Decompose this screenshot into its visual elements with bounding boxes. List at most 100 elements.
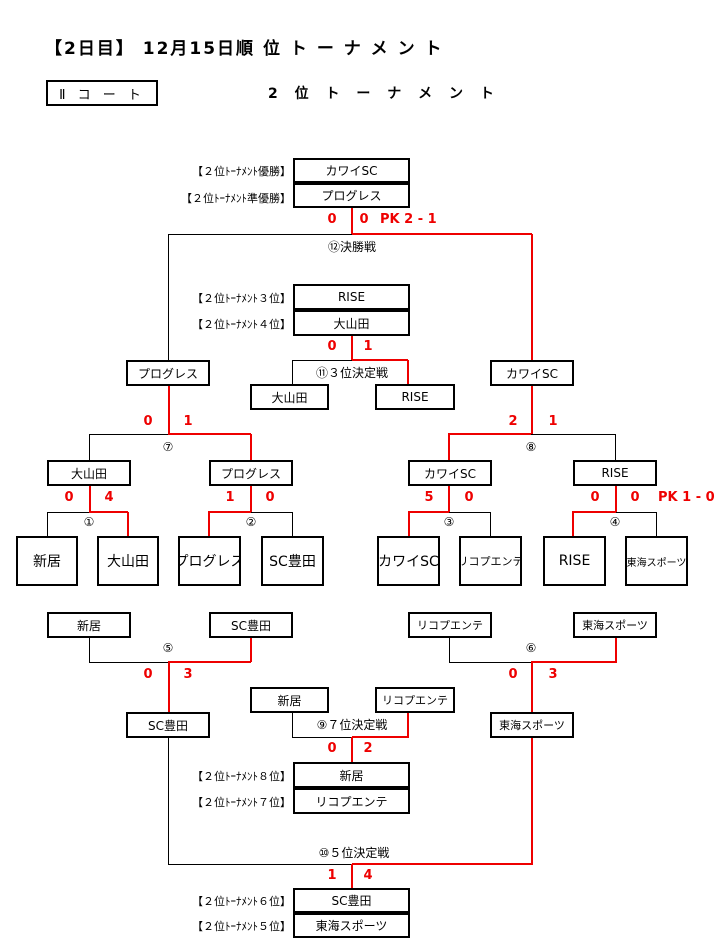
q1-team-right: 大山田 (97, 536, 159, 586)
final-line-right (352, 233, 532, 235)
third-place-label: ⑪３位決定戦 (315, 366, 388, 380)
m6-score-right: 3 (548, 667, 558, 682)
semi-right-score-right: 1 (548, 414, 558, 429)
m6-team-right: 東海スポーツ (573, 612, 657, 638)
q3-stem (448, 486, 450, 512)
q1-line-right (89, 511, 128, 513)
q3-line-left (408, 511, 449, 513)
eighth-label: 【２位ﾄｰﾅﾒﾝﾄ８位】 (192, 770, 291, 783)
q4-stem (615, 486, 617, 512)
final-score-right: 0 (359, 212, 369, 227)
q1-label: ① (83, 515, 95, 529)
q1-team-left: 新居 (16, 536, 78, 586)
seventh-label: 【２位ﾄｰﾅﾒﾝﾄ７位】 (192, 796, 291, 809)
semi-left-score-right: 1 (183, 414, 193, 429)
m6-team-left: リコプエンテ (408, 612, 492, 638)
m10-stem (351, 864, 353, 888)
m9-rise-right (407, 713, 409, 737)
semi-right-winner-box: カワイSC (490, 360, 574, 386)
m10-line-right (352, 863, 533, 865)
q3-label: ③ (443, 515, 455, 529)
m10-score-right: 4 (363, 868, 373, 883)
m10-rise-right (531, 738, 533, 864)
third-place-stem (351, 336, 353, 360)
q1-drop-left (47, 512, 48, 536)
m9-score-left: 0 (327, 741, 337, 756)
m6-winner-box: 東海スポーツ (490, 712, 574, 738)
semi-right-drop-left (448, 434, 450, 460)
q2-line-left (208, 511, 251, 513)
semi-right-drop-right (615, 434, 616, 460)
final-drop-left (168, 234, 169, 360)
m5-stem (168, 662, 170, 712)
m6-rise-right (615, 638, 617, 662)
q1-score-right: 4 (104, 490, 114, 505)
m5-score-right: 3 (183, 667, 193, 682)
m6-rise-left (449, 638, 450, 662)
m5-rise-left (89, 638, 90, 662)
winner-box: カワイSC (293, 158, 410, 183)
m9-rise-left (292, 713, 293, 737)
q3-score-left: 5 (424, 490, 434, 505)
final-label: ⑫決勝戦 (327, 240, 376, 254)
q4-line-right (616, 512, 656, 513)
seventh-box: リコプエンテ (293, 788, 410, 814)
final-drop-right (531, 234, 533, 360)
eighth-box: 新居 (293, 762, 410, 788)
fourth-box: 大山田 (293, 310, 410, 336)
m5-winner-box: SC豊田 (126, 712, 210, 738)
winner-label: 【２位ﾄｰﾅﾒﾝﾄ優勝】 (192, 165, 291, 178)
q4-label: ④ (609, 515, 621, 529)
m5-line-left (89, 662, 168, 663)
q2-line-right (251, 512, 292, 513)
q2-drop-right (292, 512, 293, 536)
fourth-label: 【２位ﾄｰﾅﾒﾝﾄ４位】 (192, 318, 291, 331)
q3-line-right (449, 512, 490, 513)
q4-score-left: 0 (590, 490, 600, 505)
m6-line-right (531, 661, 617, 663)
q1-score-left: 0 (64, 490, 74, 505)
m5-team-left: 新居 (47, 612, 131, 638)
q1-stem (89, 486, 91, 512)
m9-stem (351, 737, 353, 762)
m9-label: ⑨７位決定戦 (316, 718, 388, 732)
m10-line-left (168, 864, 352, 865)
third-place-team-left: 大山田 (250, 384, 329, 410)
m5-line-right (168, 661, 251, 663)
semi-right-line-right (531, 434, 615, 435)
q4-team-left: RISE (543, 536, 606, 586)
q3-drop-right (490, 512, 491, 536)
m9-team-left: 新居 (250, 687, 329, 713)
semi-left-stem (168, 386, 170, 434)
semi-left-drop-left (89, 434, 90, 460)
m9-line-right (352, 736, 409, 738)
m6-line-left (449, 662, 531, 663)
q4-pk: PK 1 - 0 (658, 490, 715, 505)
court-badge: Ⅱ コ ー ト (46, 80, 158, 106)
final-stem (351, 208, 353, 234)
semi-right-line-left (448, 433, 531, 435)
third-place-drop-left (292, 360, 293, 384)
q4-winner-box: RISE (573, 460, 657, 486)
tournament-subtitle: 2 位 ト ー ナ メ ン ト (268, 86, 500, 102)
m9-team-right: リコプエンテ (375, 687, 455, 713)
sixth-box: SC豊田 (293, 888, 410, 913)
m9-score-right: 2 (363, 741, 373, 756)
third-place-score-right: 1 (363, 339, 373, 354)
q2-label: ② (245, 515, 257, 529)
third-label: 【２位ﾄｰﾅﾒﾝﾄ３位】 (192, 292, 291, 305)
third-box: RISE (293, 284, 410, 310)
semi-left-score-left: 0 (143, 414, 153, 429)
q3-winner-box: カワイSC (408, 460, 492, 486)
m10-rise-left (168, 738, 169, 864)
q2-stem (250, 486, 252, 512)
q4-score-right: 0 (630, 490, 640, 505)
final-pk: PK 2 - 1 (380, 212, 437, 227)
q3-score-right: 0 (464, 490, 474, 505)
m6-label: ⑥ (525, 641, 537, 655)
m5-rise-right (250, 638, 252, 662)
semi-right-score-left: 2 (508, 414, 518, 429)
q2-team-left: プログレス (178, 536, 241, 586)
q4-drop-right (656, 512, 657, 536)
